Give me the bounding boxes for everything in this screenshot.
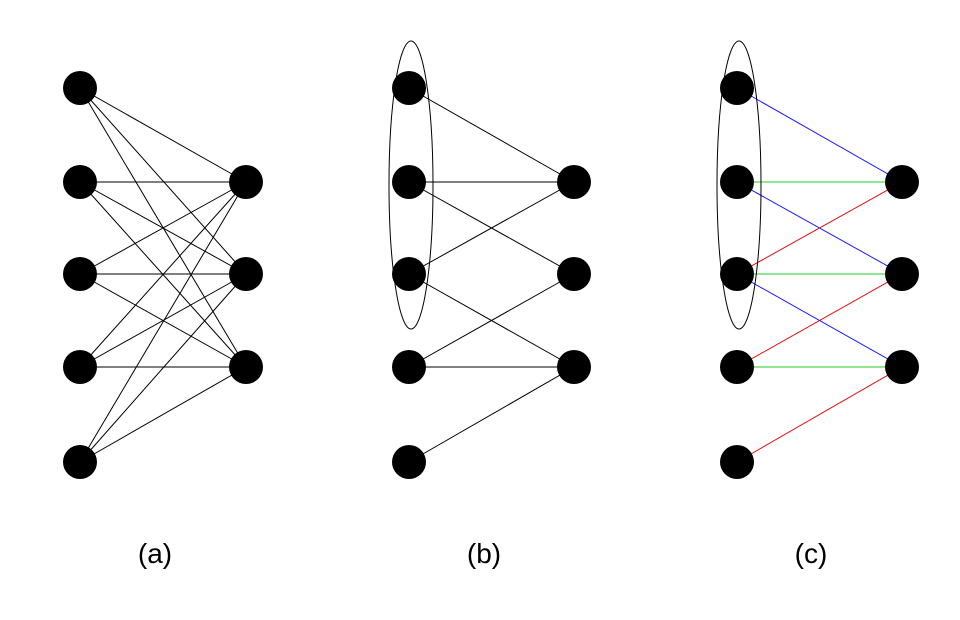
left-node-4 — [720, 350, 754, 384]
left-node-3 — [720, 257, 754, 291]
left-node-5 — [720, 445, 754, 479]
left-node-3 — [392, 257, 426, 291]
panel-a — [63, 71, 263, 479]
edge-l3-r1 — [408, 181, 575, 275]
edge-l4-r2 — [79, 273, 247, 368]
edge-l1-r1 — [736, 87, 903, 183]
panel-label-a: (a) — [137, 538, 173, 569]
right-node-1 — [557, 165, 591, 199]
left-node-5 — [392, 445, 426, 479]
left-node-1 — [63, 71, 97, 105]
edge-l5-r3 — [79, 366, 247, 463]
right-node-2 — [557, 257, 591, 291]
right-node-2 — [885, 257, 919, 291]
edge-l4-r2 — [736, 273, 903, 368]
edge-l5-r2 — [79, 273, 247, 463]
right-node-1 — [229, 165, 263, 199]
right-node-3 — [885, 350, 919, 384]
group-ellipse — [716, 40, 762, 330]
left-node-2 — [720, 165, 754, 199]
right-node-2 — [229, 257, 263, 291]
edge-l5-r1 — [79, 181, 247, 463]
panel-b — [388, 40, 591, 479]
left-node-4 — [392, 350, 426, 384]
edge-l5-r3 — [736, 366, 903, 463]
edge-l3-r1 — [736, 181, 903, 275]
panel-c — [716, 40, 919, 479]
right-node-3 — [229, 350, 263, 384]
panel-label-b: (b) — [466, 538, 502, 569]
right-node-1 — [885, 165, 919, 199]
right-node-3 — [557, 350, 591, 384]
edge-l3-r1 — [79, 181, 247, 275]
edge-l1-r1 — [408, 87, 575, 183]
left-node-2 — [63, 165, 97, 199]
panel-label-c: (c) — [794, 538, 828, 569]
left-node-1 — [392, 71, 426, 105]
edge-l1-r2 — [79, 87, 247, 275]
left-node-1 — [720, 71, 754, 105]
group-ellipse — [388, 40, 434, 330]
edge-l5-r3 — [408, 366, 575, 463]
left-node-4 — [63, 350, 97, 384]
left-node-2 — [392, 165, 426, 199]
edge-l1-r1 — [79, 87, 247, 183]
left-node-5 — [63, 445, 97, 479]
edge-l4-r2 — [408, 273, 575, 368]
edge-l4-r1 — [79, 181, 247, 368]
left-node-3 — [63, 257, 97, 291]
